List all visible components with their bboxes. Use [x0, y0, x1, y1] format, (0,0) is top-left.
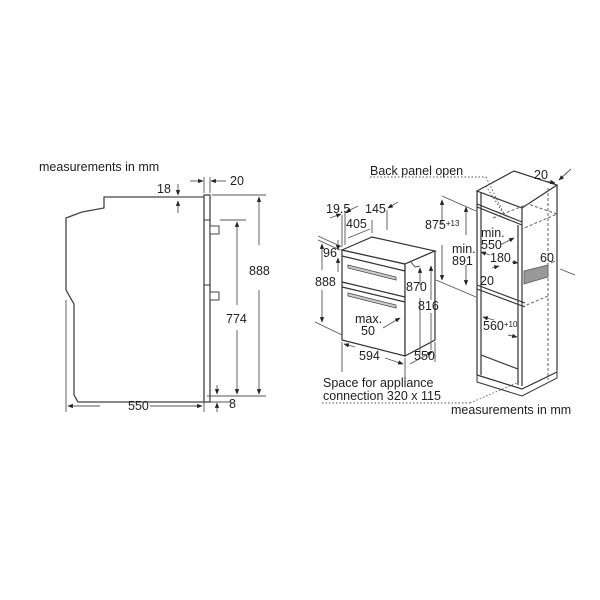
cabinet-dimension-lines	[435, 168, 576, 339]
dim-top-depth: 405	[346, 217, 367, 231]
dim-max-gap-label: max.	[355, 312, 383, 326]
dim-niche-width: 560+10	[483, 320, 517, 333]
dim-side-thickness: 20	[480, 274, 494, 288]
dim-cabinet-front-thickness: 20	[534, 168, 548, 182]
niche-height-tolerance: +13	[445, 219, 460, 228]
dim-vent-depth: 180	[490, 251, 511, 265]
dim-max-gap-value: 50	[361, 324, 375, 338]
connection-label-line1: Space for appliance	[323, 376, 434, 390]
dim-rear-height: 816	[418, 299, 439, 313]
niche-width-tolerance: +10	[503, 320, 518, 329]
dim-top-gap-appliance: 96	[323, 246, 337, 260]
dim-height-appliance: 888	[315, 275, 336, 289]
appliance-isometric	[340, 236, 437, 357]
left-caption: measurements in mm	[39, 160, 160, 174]
dim-min-depth-value: 550	[481, 238, 502, 252]
leader-lines	[322, 176, 520, 404]
dim-top-gap: 18	[157, 182, 171, 196]
dim-handle-height: 774	[226, 312, 247, 326]
dim-front-thickness: 20	[230, 174, 244, 188]
side-view-dimension-lines	[65, 177, 266, 412]
back-panel-label: Back panel open	[370, 164, 464, 178]
connection-label-line2: connection 320 x 115	[323, 389, 441, 403]
niche-width-value: 560	[483, 319, 504, 333]
dim-min-height-value: 891	[452, 254, 473, 268]
dim-min-height-label: min.	[452, 242, 476, 256]
dim-min-depth-label: min.	[481, 226, 505, 240]
dim-top-rear: 145	[365, 202, 386, 216]
side-view-oven	[65, 194, 220, 403]
right-caption: measurements in mm	[451, 403, 572, 417]
dim-overall-height: 888	[249, 264, 270, 278]
dim-bottom-gap: 8	[229, 397, 236, 411]
dim-niche-height: 875+13	[425, 219, 459, 232]
dim-width-appliance: 594	[359, 349, 380, 363]
niche-height-value: 875	[425, 218, 446, 232]
dim-inner-height: 870	[406, 280, 427, 294]
appliance-dimension-lines	[314, 201, 436, 380]
dim-front-offset: 19.5	[326, 202, 351, 216]
dim-vent-height: 60	[540, 251, 554, 265]
dim-depth-appliance: 550	[414, 349, 435, 363]
cabinet-hidden-lines	[485, 185, 559, 380]
dim-depth: 550	[128, 399, 149, 413]
cabinet-isometric	[475, 170, 559, 397]
